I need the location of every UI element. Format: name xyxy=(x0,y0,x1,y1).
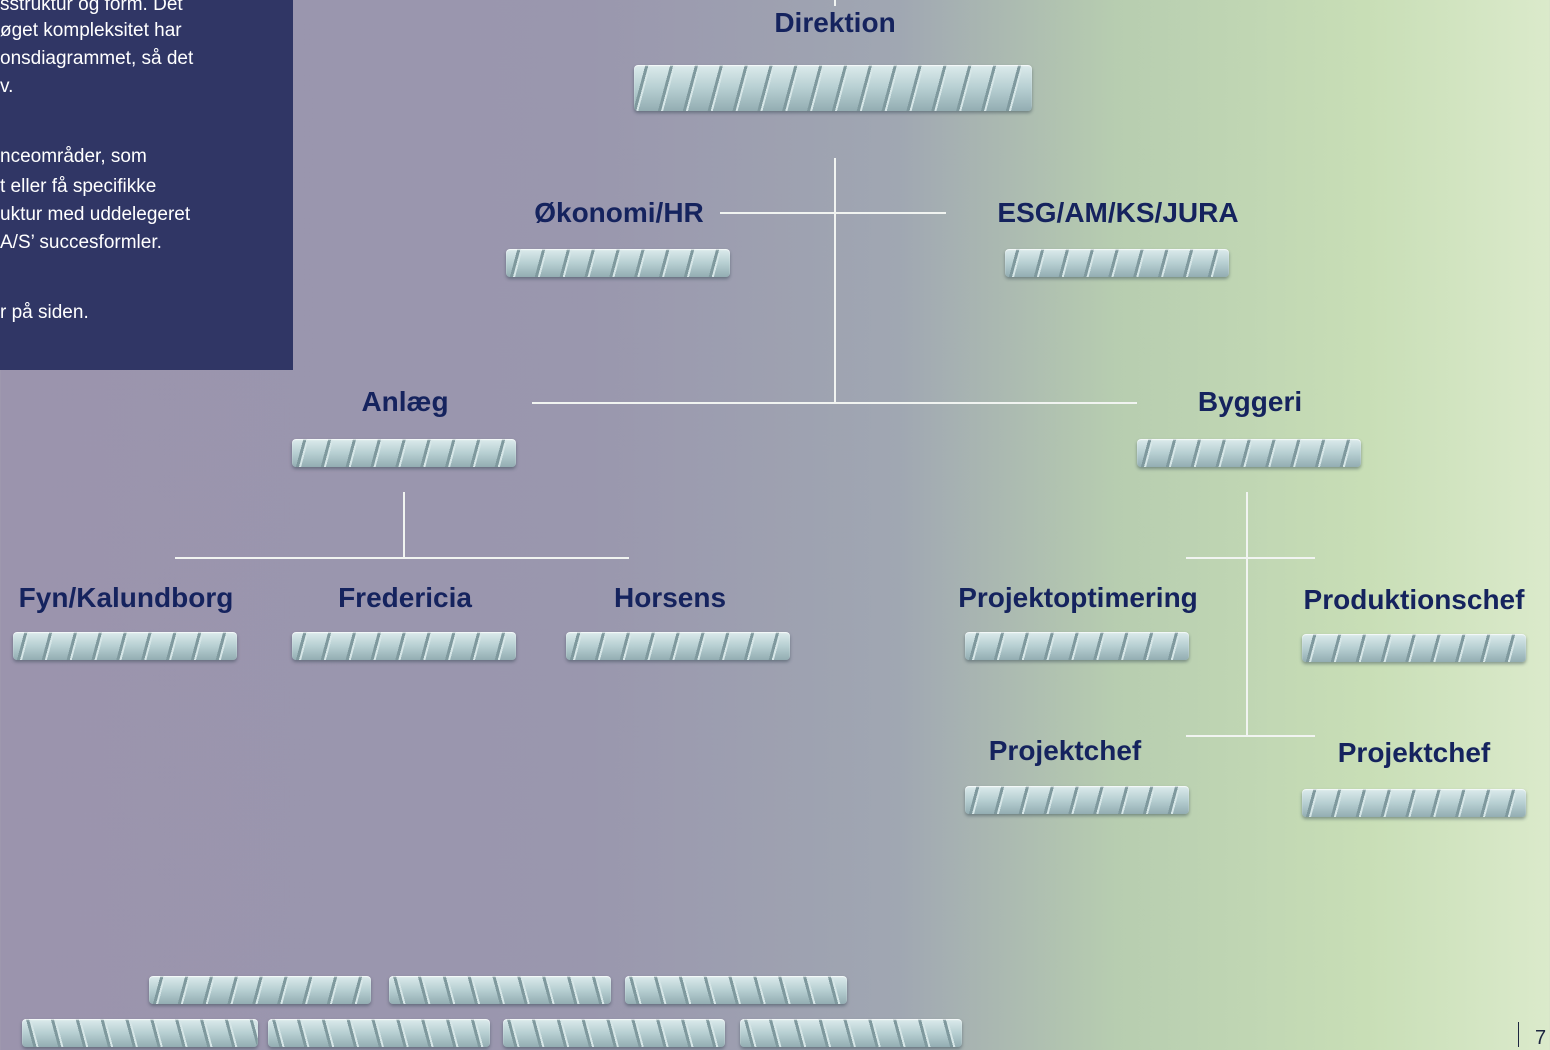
node-okonomi-hr-label: Økonomi/HR xyxy=(534,197,704,228)
info-line: nceområder, som xyxy=(0,146,147,167)
name-placeholder-bar xyxy=(965,786,1189,814)
connector-line xyxy=(403,492,405,558)
name-placeholder-bar xyxy=(292,632,516,660)
node-projektoptimering-label: Projektoptimering xyxy=(958,582,1198,613)
page-number: 7 xyxy=(1535,1027,1547,1049)
connector-line xyxy=(1246,492,1248,736)
connector-line xyxy=(1186,735,1315,737)
footer-placeholder-bar xyxy=(625,976,847,1004)
node-direktion-label: Direktion xyxy=(774,7,896,38)
connector-line xyxy=(175,557,629,559)
footer-placeholder-bar xyxy=(503,1019,725,1047)
connector-line xyxy=(720,212,946,214)
connector-line xyxy=(834,0,836,6)
node-horsens-label: Horsens xyxy=(613,582,727,613)
name-placeholder-bar xyxy=(634,65,1032,111)
node-fyn-kalundborg-label: Fyn/Kalundborg xyxy=(18,582,234,613)
connector-line xyxy=(532,402,1137,404)
node-projektchef-label: Projektchef xyxy=(988,735,1142,766)
info-line: øget kompleksitet har xyxy=(0,20,182,41)
page-number-divider xyxy=(1518,1022,1519,1047)
info-line: onsdiagrammet, så det xyxy=(0,48,194,69)
connector-line xyxy=(834,158,836,404)
footer-placeholder-bar xyxy=(268,1019,490,1047)
info-line: r på siden. xyxy=(0,302,89,323)
footer-placeholder-bar xyxy=(389,976,611,1004)
node-fredericia-label: Fredericia xyxy=(338,582,472,613)
node-projektchef-label: Projektchef xyxy=(1337,737,1491,768)
footer-placeholder-bar xyxy=(22,1019,258,1047)
node-esg-label: ESG/AM/KS/JURA xyxy=(997,197,1239,228)
footer-placeholder-bar xyxy=(149,976,371,1004)
info-box: sstruktur og form. Det øget kompleksitet… xyxy=(0,0,293,370)
name-placeholder-bar xyxy=(1302,789,1526,817)
node-produktionschef-label: Produktionschef xyxy=(1303,584,1525,615)
name-placeholder-bar xyxy=(566,632,790,660)
name-placeholder-bar xyxy=(506,249,730,277)
info-line: uktur med uddelegeret xyxy=(0,204,191,225)
node-anlaeg-label: Anlæg xyxy=(361,386,449,417)
info-line: A/S’ succesformler. xyxy=(0,232,162,253)
info-line: t eller få specifikke xyxy=(0,176,157,197)
name-placeholder-bar xyxy=(965,632,1189,660)
name-placeholder-bar xyxy=(1302,634,1526,662)
info-line: v. xyxy=(0,76,14,97)
name-placeholder-bar xyxy=(292,439,516,467)
node-byggeri-label: Byggeri xyxy=(1197,386,1303,417)
info-line: sstruktur og form. Det xyxy=(0,0,183,15)
name-placeholder-bar xyxy=(1005,249,1229,277)
name-placeholder-bar xyxy=(13,632,237,660)
name-placeholder-bar xyxy=(1137,439,1361,467)
connector-line xyxy=(1186,557,1315,559)
footer-placeholder-bar xyxy=(740,1019,962,1047)
